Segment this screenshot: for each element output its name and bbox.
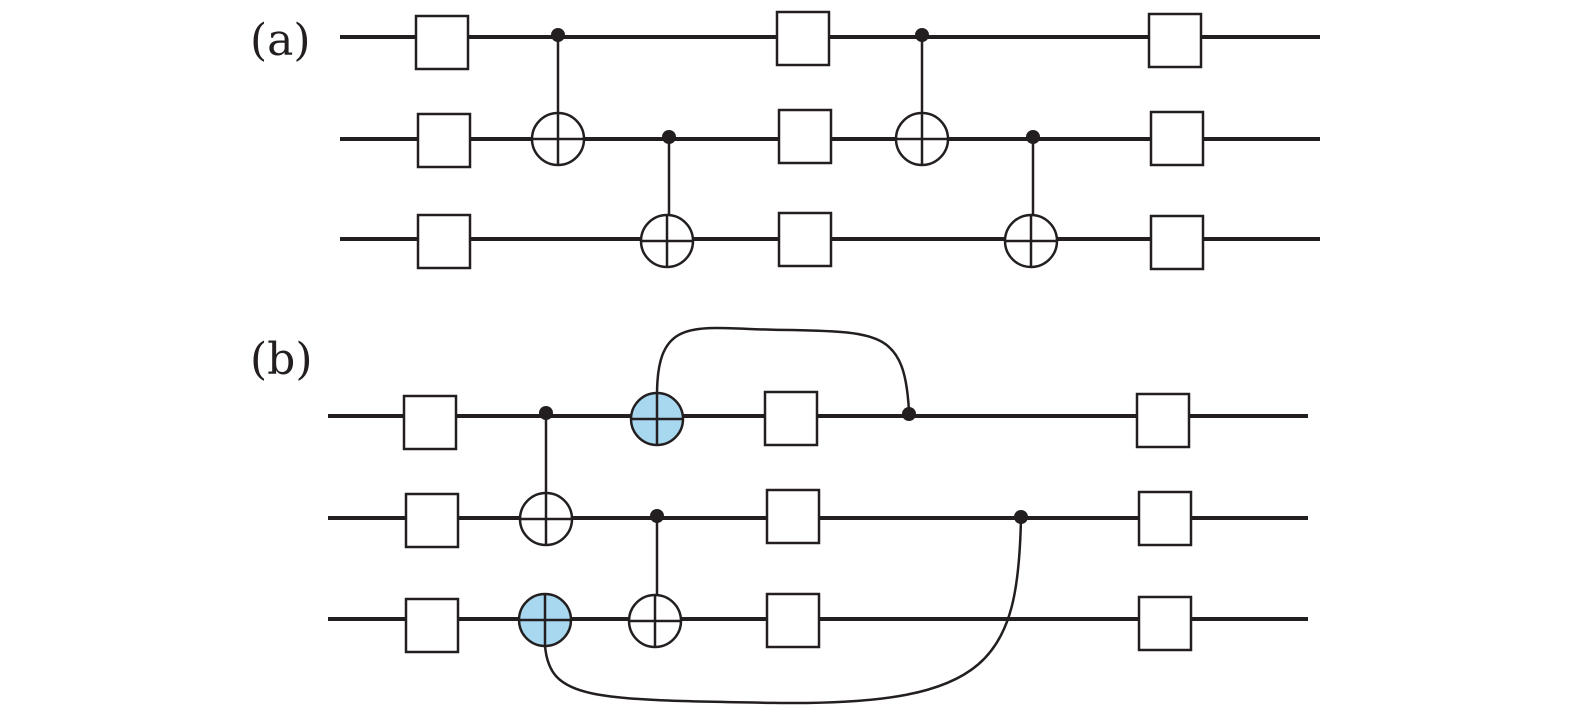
single-qubit-gate bbox=[416, 112, 472, 169]
single-qubit-gate bbox=[1149, 214, 1205, 271]
target-oplus bbox=[530, 111, 586, 167]
panel-a: (a) bbox=[250, 10, 1320, 271]
target-oplus bbox=[639, 213, 695, 269]
control-dot bbox=[1014, 510, 1028, 524]
target-oplus bbox=[1003, 213, 1059, 269]
single-qubit-gate bbox=[763, 390, 819, 447]
control-dot bbox=[539, 406, 553, 420]
panel-b: (b) bbox=[250, 326, 1308, 705]
control-dot bbox=[915, 28, 929, 42]
single-qubit-gate bbox=[404, 597, 460, 654]
control-dot bbox=[1026, 130, 1040, 144]
target-oplus bbox=[627, 593, 683, 649]
cnot-gate bbox=[518, 406, 574, 547]
single-qubit-gate bbox=[1149, 110, 1205, 167]
single-qubit-gate bbox=[1147, 12, 1203, 69]
cnot-gate bbox=[894, 28, 950, 167]
highlighted-target-oplus bbox=[629, 391, 685, 447]
single-qubit-gate bbox=[775, 10, 831, 67]
cnot-gate bbox=[1003, 130, 1059, 269]
single-qubit-gate bbox=[1137, 490, 1193, 547]
single-qubit-gate bbox=[1135, 392, 1191, 449]
long-range-connection-top bbox=[655, 326, 911, 413]
target-oplus bbox=[518, 491, 574, 547]
cnot-gate bbox=[627, 509, 683, 649]
control-dot bbox=[902, 407, 916, 421]
single-qubit-gate bbox=[777, 211, 833, 268]
single-qubit-gate bbox=[402, 394, 458, 451]
control-dot bbox=[650, 509, 664, 523]
single-qubit-gate bbox=[765, 488, 821, 545]
long-range-connection-bottom bbox=[543, 517, 1023, 705]
single-qubit-gate bbox=[765, 592, 821, 649]
single-qubit-gate bbox=[414, 14, 470, 71]
single-qubit-gate bbox=[1137, 595, 1193, 652]
panel-a-label: (a) bbox=[250, 15, 311, 66]
cnot-gate bbox=[530, 28, 586, 167]
panel-b-label: (b) bbox=[250, 334, 313, 385]
cnot-gate bbox=[639, 130, 695, 269]
target-oplus bbox=[894, 111, 950, 167]
single-qubit-gate bbox=[404, 492, 460, 549]
highlighted-target-oplus bbox=[517, 592, 573, 648]
single-qubit-gate bbox=[777, 108, 833, 165]
control-dot bbox=[662, 130, 676, 144]
single-qubit-gate bbox=[416, 213, 472, 270]
control-dot bbox=[551, 28, 565, 42]
